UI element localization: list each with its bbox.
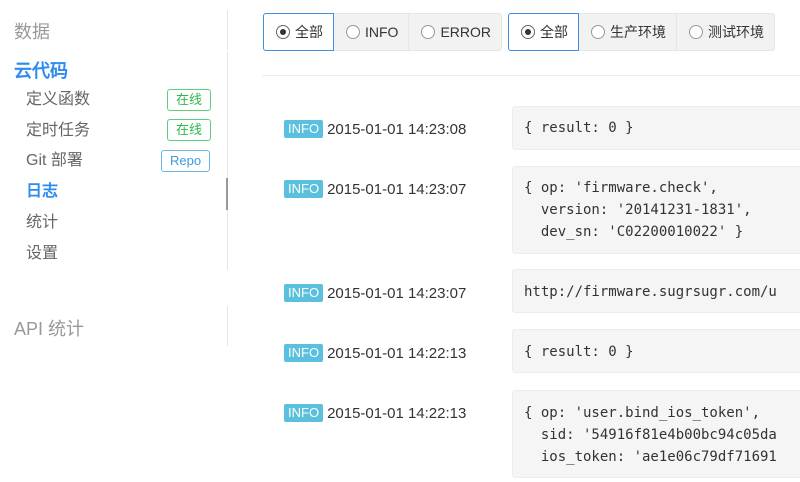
sidebar-divider: [227, 10, 228, 50]
radio-unchecked-icon: [689, 25, 703, 39]
log-entry-meta: INFO 2015-01-01 14:23:07: [284, 179, 466, 199]
log-level-badge: INFO: [284, 404, 324, 422]
log-message: { op: 'firmware.check', version: '201412…: [512, 166, 800, 254]
sidebar-divider: [227, 306, 228, 346]
level-filter-info[interactable]: INFO: [333, 13, 410, 51]
log-timestamp: 2015-01-01 14:22:13: [327, 404, 467, 422]
sidebar-section-data[interactable]: 数据: [14, 22, 50, 42]
sidebar-section-api-stats[interactable]: API 统计: [14, 319, 85, 339]
radio-unchecked-icon: [421, 25, 436, 39]
sidebar-section-cloud-code[interactable]: 云代码: [14, 61, 68, 81]
log-message: { result: 0 }: [512, 329, 800, 373]
log-timestamp: 2015-01-01 14:23:08: [327, 120, 467, 138]
level-filter-group: 全部 INFO ERROR: [263, 13, 503, 51]
filter-divider: [262, 75, 800, 76]
log-level-badge: INFO: [284, 344, 324, 362]
sidebar-item-functions[interactable]: 定义函数: [26, 91, 91, 108]
sidebar-item-git-deploy[interactable]: Git 部署: [26, 152, 83, 169]
log-entry-meta: INFO 2015-01-01 14:22:13: [284, 403, 466, 423]
active-indicator: [226, 178, 228, 210]
env-filter-production-label: 生产环境: [610, 24, 666, 40]
log-entry-meta: INFO 2015-01-01 14:23:07: [284, 283, 466, 303]
log-level-badge: INFO: [284, 180, 324, 198]
sidebar-item-cron-jobs[interactable]: 定时任务: [26, 122, 91, 139]
log-message: http://firmware.sugrsugr.com/u: [512, 269, 800, 313]
repo-badge[interactable]: Repo: [161, 150, 211, 172]
log-timestamp: 2015-01-01 14:23:07: [327, 180, 467, 198]
sidebar-item-logs[interactable]: 日志: [26, 183, 59, 200]
level-filter-all[interactable]: 全部: [263, 13, 334, 51]
sidebar-divider: [227, 52, 228, 180]
log-entry-meta: INFO 2015-01-01 14:22:13: [284, 343, 466, 363]
radio-unchecked-icon: [346, 25, 360, 39]
radio-checked-icon: [276, 25, 290, 39]
sidebar: 数据 云代码 定义函数 在线 定时任务 在线 Git 部署 Repo 日志 统计…: [0, 0, 228, 482]
status-badge-online: 在线: [167, 89, 212, 111]
level-filter-error[interactable]: ERROR: [408, 13, 503, 51]
radio-checked-icon: [521, 25, 535, 39]
env-filter-testing-label: 测试环境: [708, 24, 764, 40]
sidebar-divider: [227, 210, 228, 270]
log-level-badge: INFO: [284, 284, 324, 302]
radio-unchecked-icon: [591, 25, 605, 39]
log-timestamp: 2015-01-01 14:22:13: [327, 344, 467, 362]
env-filter-all[interactable]: 全部: [508, 13, 579, 51]
env-filter-production[interactable]: 生产环境: [578, 13, 677, 51]
level-filter-info-label: INFO: [365, 24, 399, 40]
env-filter-group: 全部 生产环境 测试环境: [508, 13, 775, 51]
log-timestamp: 2015-01-01 14:23:07: [327, 284, 467, 302]
env-filter-testing[interactable]: 测试环境: [676, 13, 775, 51]
level-filter-all-label: 全部: [295, 24, 323, 40]
sidebar-item-stats[interactable]: 统计: [26, 214, 59, 231]
log-level-badge: INFO: [284, 120, 324, 138]
log-message: { result: 0 }: [512, 106, 800, 150]
log-entry-meta: INFO 2015-01-01 14:23:08: [284, 119, 466, 139]
env-filter-all-label: 全部: [540, 24, 568, 40]
sidebar-item-settings[interactable]: 设置: [26, 245, 59, 262]
level-filter-error-label: ERROR: [440, 24, 492, 40]
log-message: { op: 'user.bind_ios_token', sid: '54916…: [512, 390, 800, 478]
status-badge-online: 在线: [167, 119, 212, 141]
